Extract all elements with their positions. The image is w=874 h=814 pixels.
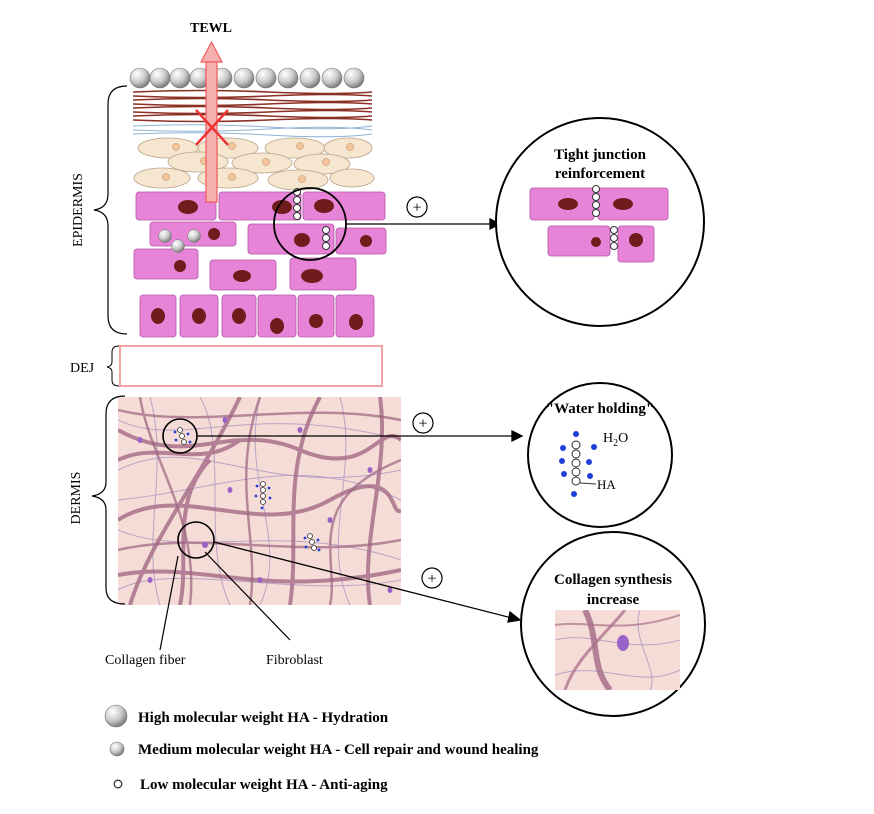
- medium-ha-spheres: [158, 229, 201, 253]
- epidermis-layer: TEWL: [129, 21, 387, 338]
- fibroblast-pointer: [204, 551, 291, 641]
- tight-junction-title-1: Tight junction: [554, 147, 646, 163]
- dej-box: [119, 345, 383, 387]
- stratum-lucidum: [132, 124, 373, 138]
- small-ring-icon: [113, 779, 123, 789]
- legend-item: Medium molecular weight HA - Cell repair…: [109, 741, 539, 758]
- dermis-magnifier-fibroblast: [177, 521, 215, 559]
- dej-label: DEJ: [70, 361, 95, 376]
- legend: High molecular weight HA - Hydration Med…: [104, 704, 539, 793]
- tewl-arrow: [195, 40, 229, 203]
- legend-text: Medium molecular weight HA - Cell repair…: [138, 742, 539, 758]
- fibroblast-zoom-cell: [617, 635, 629, 651]
- surface-ha-spheres: [129, 67, 365, 89]
- connector-arrows: [197, 217, 524, 623]
- plus-icon: [406, 196, 428, 218]
- epidermis-brace: [93, 85, 128, 335]
- zoom-tight-junction: Tight junction reinforcement: [495, 117, 705, 327]
- fibroblast-label: Fibroblast: [266, 653, 323, 668]
- svg-text:+: +: [427, 571, 436, 588]
- dermis-ha-clusters: [173, 427, 321, 552]
- dermis-label: DERMIS: [69, 472, 84, 525]
- dermis-brace: [91, 395, 126, 605]
- legend-item: Low molecular weight HA - Anti-aging: [113, 777, 388, 793]
- dermis-layer: [118, 397, 401, 605]
- tewl-label: TEWL: [190, 21, 232, 36]
- water-holding-title: "Water holding": [546, 401, 654, 417]
- collagen-fiber-label: Collagen fiber: [105, 653, 186, 668]
- stratum-corneum: [132, 89, 373, 123]
- svg-text:+: +: [418, 416, 427, 433]
- dej-section: DEJ: [70, 345, 383, 387]
- zoom-collagen-synthesis: Collagen synthesis increase: [520, 531, 706, 717]
- water-dots: [559, 431, 597, 497]
- plus-icon: [412, 412, 434, 434]
- fibroblast-cells: [137, 417, 393, 593]
- plus-icon: [421, 567, 443, 589]
- legend-item: High molecular weight HA - Hydration: [104, 704, 389, 728]
- svg-text:+: +: [412, 200, 421, 217]
- h2o-label: H2O: [603, 431, 628, 449]
- epidermis-label: EPIDERMIS: [71, 173, 86, 247]
- plus-signs: + + +: [406, 196, 443, 589]
- collagen-synthesis-title-1: Collagen synthesis: [554, 572, 672, 588]
- junction-small-ha: [293, 188, 330, 250]
- cell-nuclei: [151, 199, 372, 334]
- legend-text: Low molecular weight HA - Anti-aging: [140, 777, 388, 793]
- pink-cells: [133, 191, 387, 338]
- legend-text: High molecular weight HA - Hydration: [138, 710, 389, 726]
- collagen-synthesis-title-2: increase: [587, 592, 640, 608]
- ha-label: HA: [597, 477, 616, 492]
- tight-junction-title-2: reinforcement: [555, 166, 645, 182]
- granular-nuclei: [162, 142, 354, 183]
- medium-sphere-icon: [109, 741, 125, 757]
- collagen-fiber-pointer: [159, 555, 179, 651]
- granular-cells: [133, 137, 375, 191]
- large-sphere-icon: [104, 704, 128, 728]
- dej-brace: [106, 345, 120, 387]
- zoom-water-holding: "Water holding" H2O HA: [527, 382, 673, 528]
